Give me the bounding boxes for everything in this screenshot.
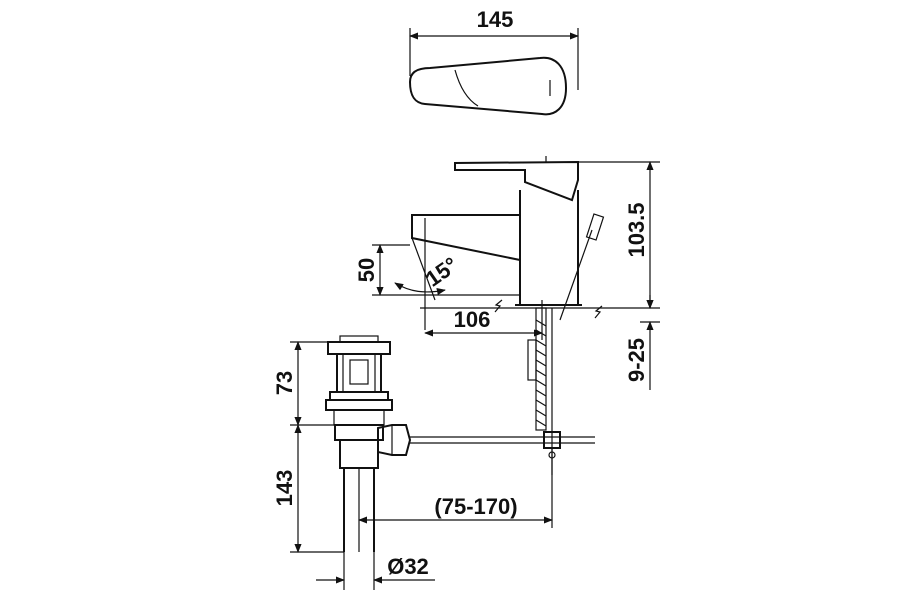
faucet-side-view <box>411 156 640 475</box>
reach-dimension: 106 <box>424 300 543 340</box>
label-143: 143 <box>272 470 297 507</box>
label-50: 50 <box>354 258 379 282</box>
label-9-25: 9-25 <box>624 338 649 382</box>
handle-top-ridge <box>454 69 479 107</box>
faucet-spout <box>411 214 521 290</box>
spout-dimensions: 50 15° <box>354 237 520 330</box>
drain-cap <box>327 341 391 355</box>
label-145: 145 <box>477 7 514 32</box>
handle-top-outline <box>408 56 568 116</box>
drain-assembly <box>325 335 595 552</box>
height-dimensions: 103.5 9-25 <box>578 161 660 390</box>
diameter-dimension: Ø32 <box>316 552 435 590</box>
drain-side-nut <box>377 424 412 456</box>
top-view: 145 <box>408 7 579 116</box>
angle-arc <box>394 282 446 296</box>
popup-knob <box>585 213 605 241</box>
label-15deg: 15° <box>421 252 463 292</box>
label-73: 73 <box>272 371 297 395</box>
handle-lever <box>454 160 579 202</box>
drain-tailpipe <box>343 468 375 552</box>
label-103-5: 103.5 <box>624 202 649 257</box>
label-diameter-32: Ø32 <box>387 554 429 579</box>
label-106: 106 <box>454 307 491 332</box>
label-75-170: (75-170) <box>434 494 517 519</box>
rod-distance-dimension: (75-170) <box>358 470 553 528</box>
drain-flange <box>325 399 393 411</box>
drain-dimensions: 73 143 <box>272 341 344 553</box>
supply-hoses <box>527 307 561 475</box>
faucet-body <box>519 190 579 305</box>
popup-rod <box>559 229 593 321</box>
